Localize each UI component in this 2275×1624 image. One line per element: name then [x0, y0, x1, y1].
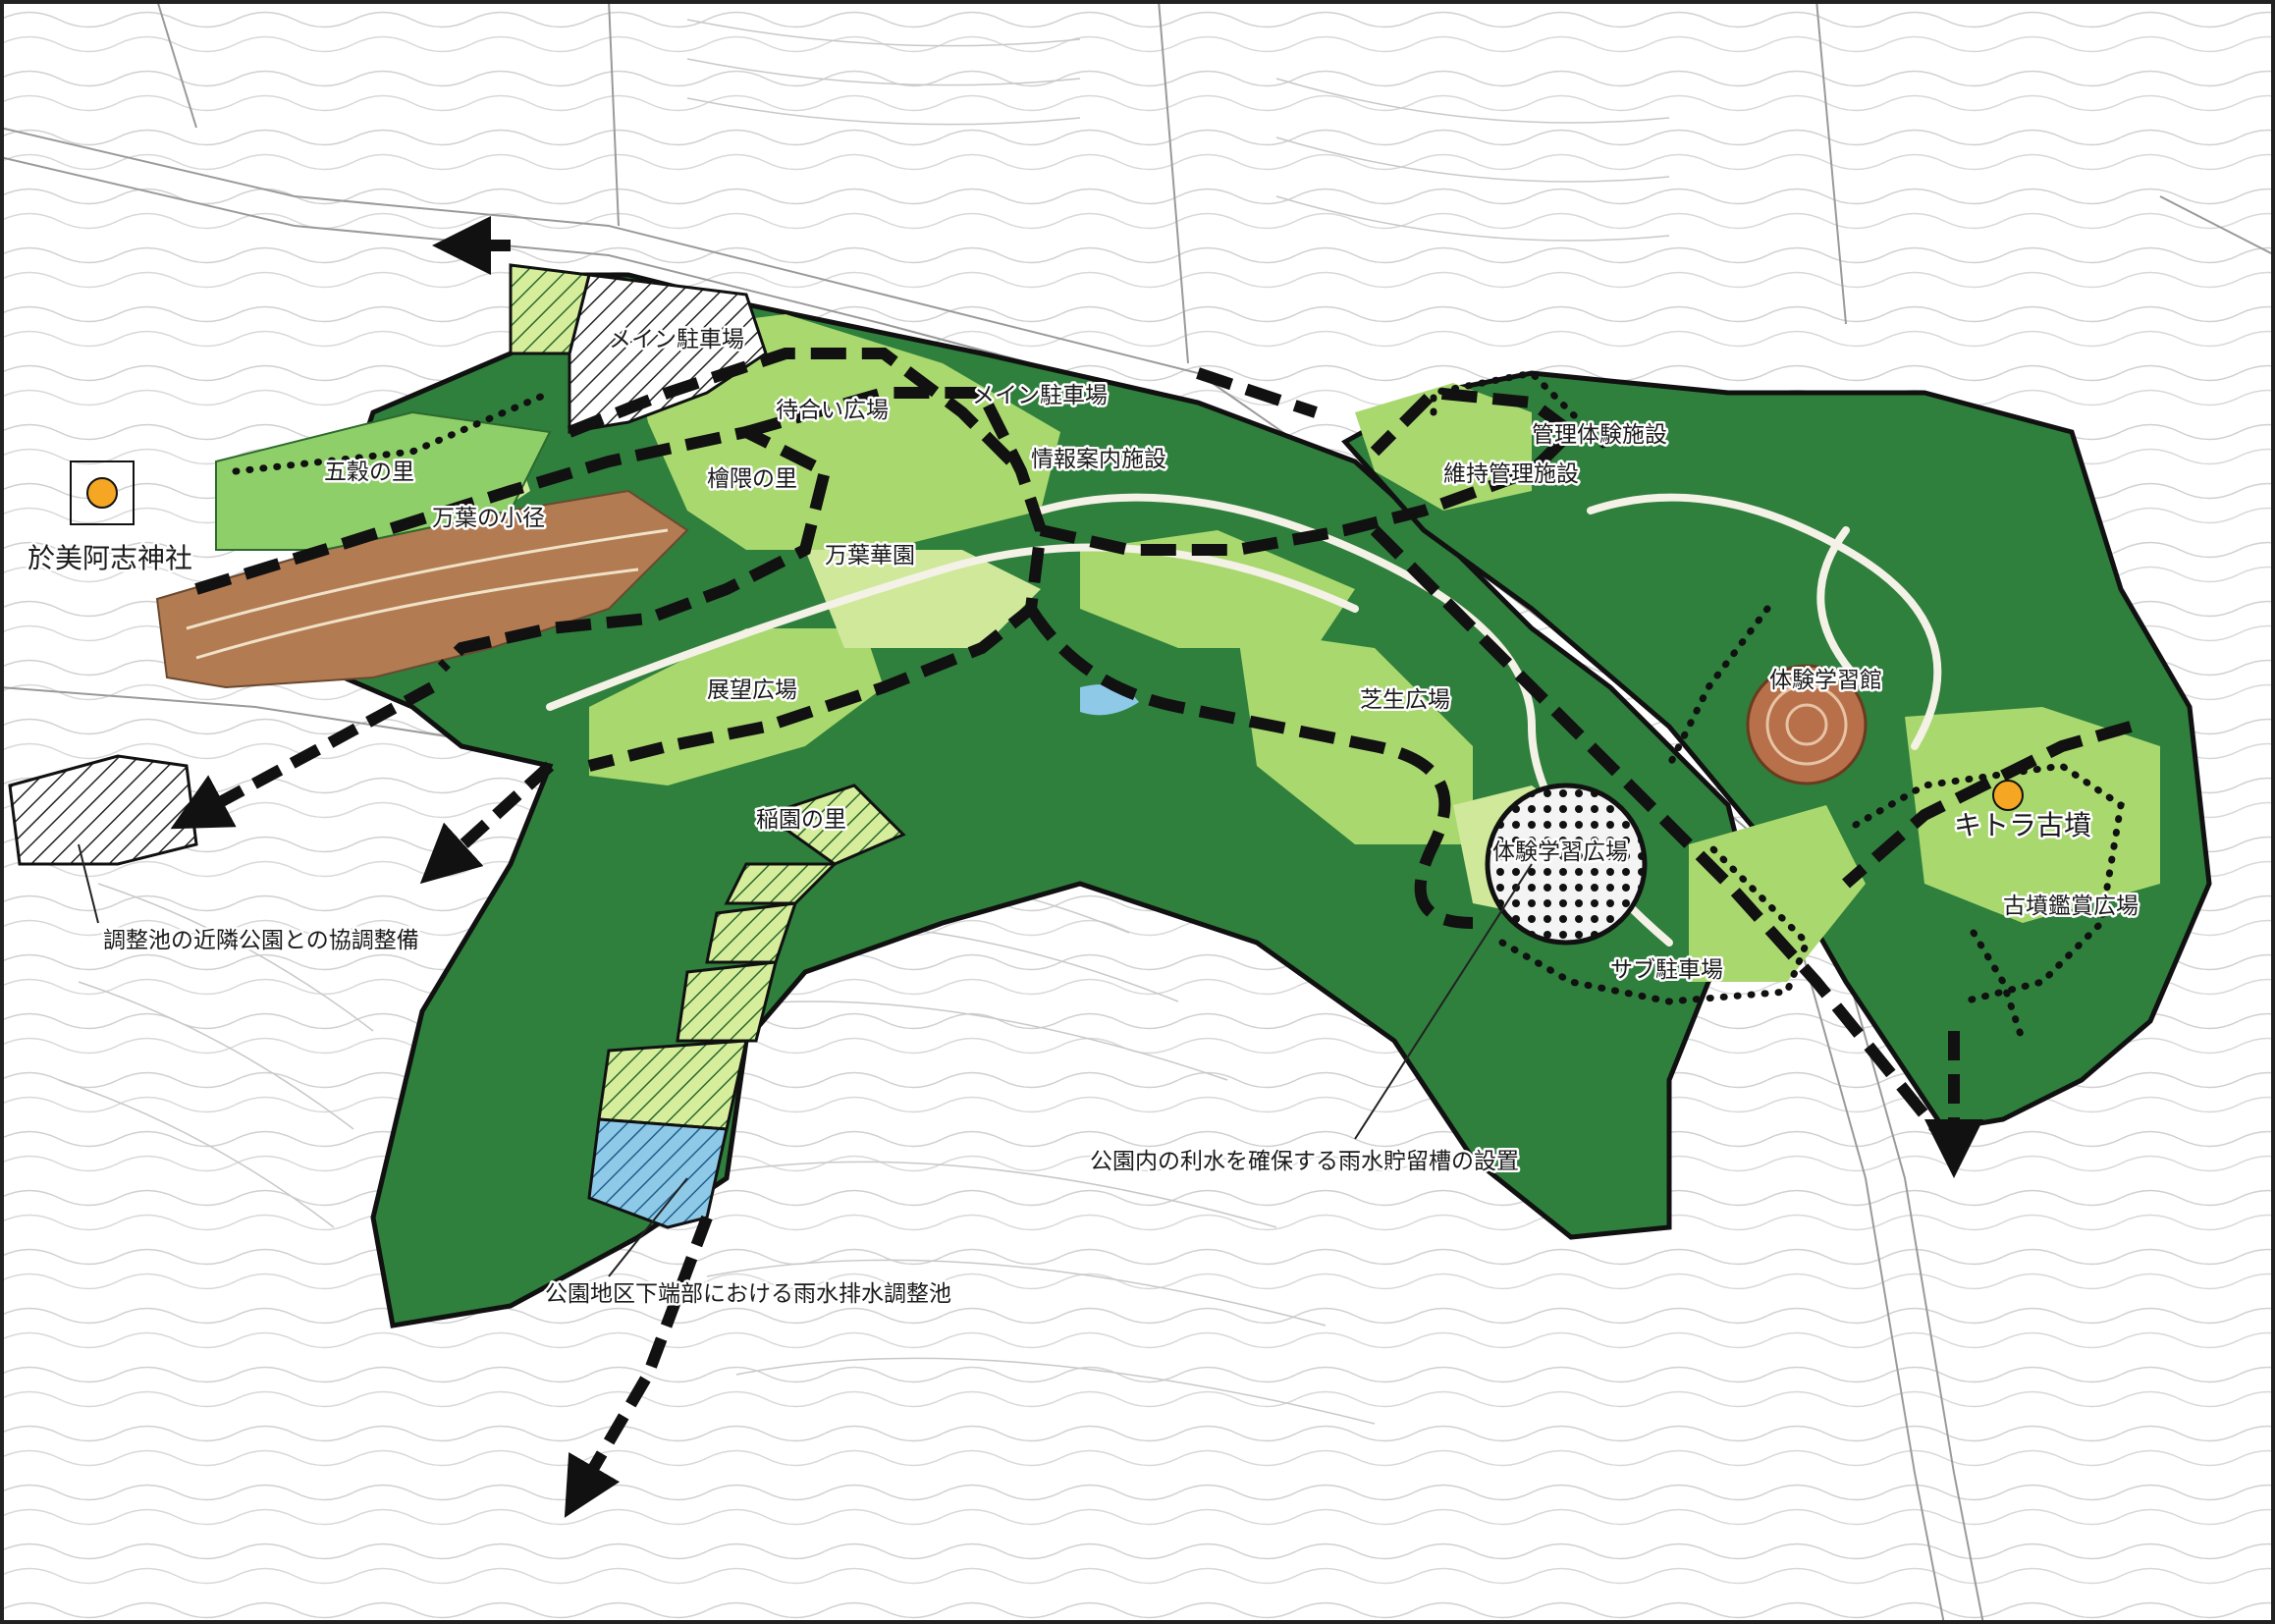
manyo-field-rows	[186, 528, 669, 660]
label-kanri: 管理体験施設	[1532, 422, 1667, 448]
taiken-hall-building	[1746, 664, 1868, 785]
rainwater-tank-area	[1485, 783, 1648, 946]
gokoku-fields	[215, 410, 552, 551]
label-inaho: 稲園の里	[756, 807, 846, 833]
label-shrine: 於美阿志神社	[27, 542, 192, 574]
terraced-fields-lines	[58, 19, 1670, 1425]
callout-rainwater-tank: 公園内の利水を確保する雨水貯留槽の設置	[1090, 1149, 1519, 1174]
shrine-marker[interactable]	[70, 460, 135, 525]
dotted-zone-lines	[232, 369, 2125, 1045]
label-tenbo-square: 展望広場	[707, 677, 797, 703]
label-kinkaku: 檜隈の里	[707, 466, 797, 492]
label-sub-parking: サブ駐車場	[1610, 957, 1723, 983]
main-route-dashed	[194, 348, 2133, 1143]
label-gokoku: 五穀の里	[324, 460, 414, 485]
label-main-parking-nw: メイン駐車場	[609, 327, 744, 352]
callout-leaders	[78, 843, 1533, 1277]
label-taiken-hall: 体験学習館	[1769, 668, 1882, 693]
label-kofun-view: 古墳鑑賞広場	[2003, 893, 2139, 919]
kitora-landmark-icon[interactable]	[1992, 780, 2024, 811]
callout-labels: 調整池の近隣公園との協調整備 公園内の利水を確保する雨水貯留槽の設置 公園地区下…	[101, 926, 1522, 1310]
label-taiken-square: 体験学習広場	[1492, 839, 1628, 865]
place-labels: メイン駐車場 メイン駐車場 待合い広場 情報案内施設 五穀の里 万葉の小径 檜隈…	[26, 325, 2141, 986]
label-main-parking-road: メイン駐車場	[972, 383, 1108, 408]
label-manyo-path: 万葉の小径	[432, 506, 545, 531]
callout-adjust-pond-park: 調整池の近隣公園との協調整備	[103, 928, 419, 953]
label-iji: 維持管理施設	[1443, 461, 1579, 487]
label-machiai-square: 待合い広場	[776, 398, 889, 423]
main-parking-nw-green	[509, 263, 591, 355]
taiken-hall-rings	[1765, 683, 1848, 766]
main-parking-nw	[568, 273, 768, 434]
label-kitora: キトラ古墳	[1954, 809, 2091, 841]
drainage-pond	[587, 1117, 729, 1229]
label-shiba-square: 芝生広場	[1360, 687, 1450, 713]
shrine-landmark-icon	[86, 477, 118, 509]
callout-drainage-pond: 公園地区下端部における雨水排水調整池	[545, 1281, 951, 1307]
adjust-pond-park-area	[8, 754, 198, 866]
route-arrow-nw	[461, 231, 491, 260]
label-info-center: 情報案内施設	[1031, 447, 1166, 472]
label-manyo-garden: 万葉華園	[825, 543, 915, 568]
